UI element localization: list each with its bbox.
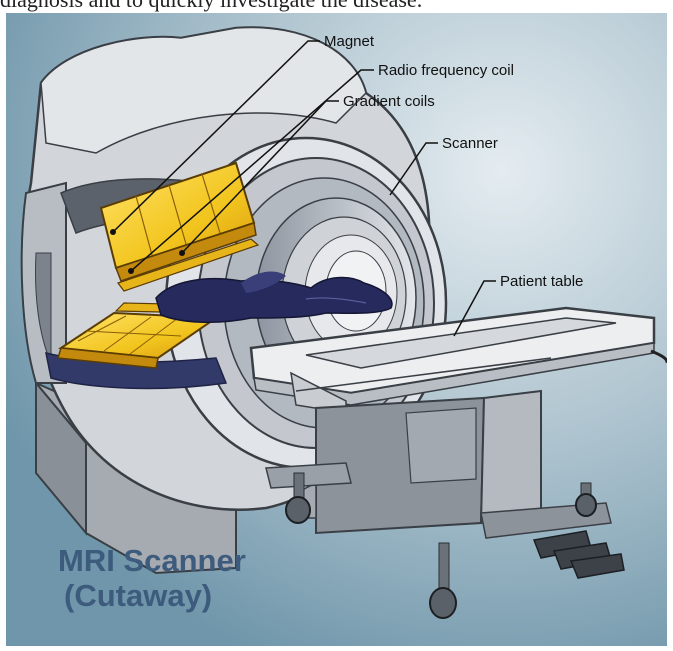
mri-illustration: Magnet Radio frequency coil Gradient coi… (6, 13, 667, 646)
rf-coil-label: Radio frequency coil (378, 62, 514, 79)
gradient-coils-label: Gradient coils (343, 93, 435, 110)
caption-line-2: (Cutaway) (64, 578, 212, 613)
header-text: diagnosis and to quickly investigate the… (0, 0, 422, 13)
patient-table-label: Patient table (500, 273, 583, 290)
magnet-label: Magnet (324, 33, 375, 50)
caption-line-1: MRI Scanner (58, 543, 246, 578)
header-text-fragment: diagnosis and to quickly investigate the… (0, 0, 673, 13)
scanner-label: Scanner (442, 135, 498, 152)
